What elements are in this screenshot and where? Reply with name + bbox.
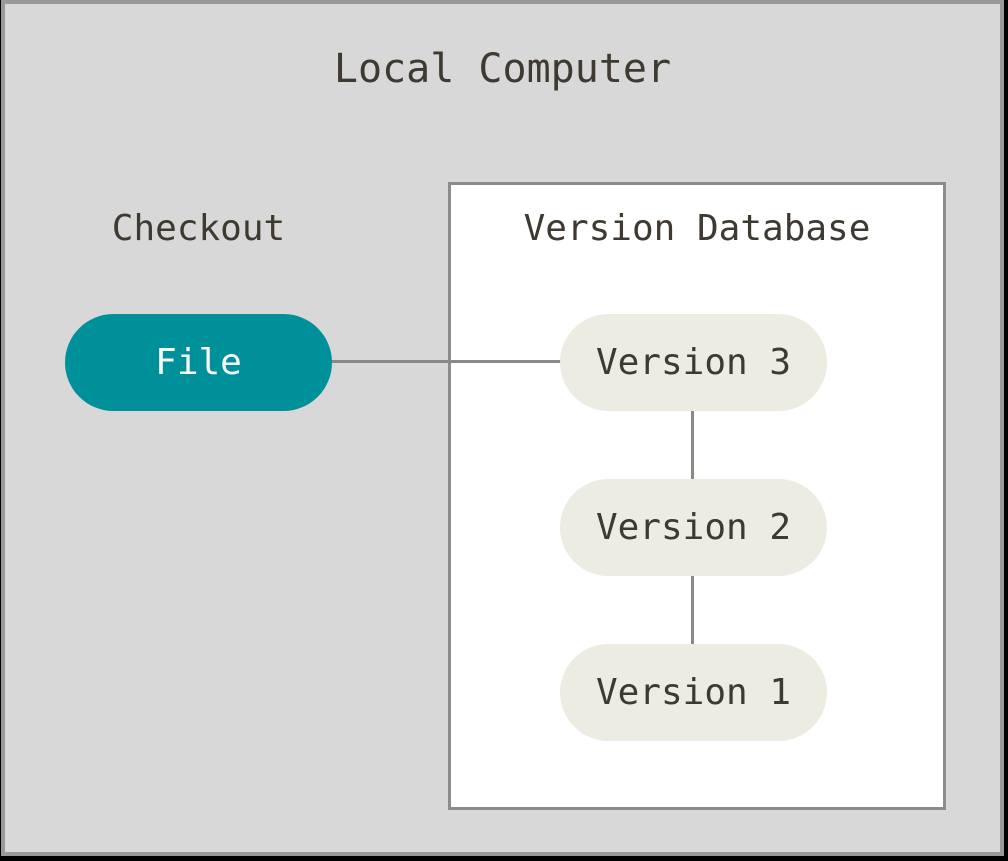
checkout-label: Checkout (111, 208, 286, 249)
file-node-label: File (155, 342, 242, 383)
diagram-title: Local Computer (333, 46, 672, 92)
version-2-node: Version 2 (560, 479, 827, 576)
version-database-title: Version Database (523, 208, 871, 249)
version-1-label: Version 1 (595, 672, 792, 713)
connector-file-to-version3-line (325, 360, 567, 363)
connector-version2-to-version1-line (691, 573, 694, 645)
file-node: File (65, 314, 332, 411)
version-3-label: Version 3 (595, 342, 792, 383)
connector-version3-to-version2-line (691, 408, 694, 480)
version-3-node: Version 3 (560, 314, 827, 411)
version-2-label: Version 2 (595, 507, 792, 548)
version-1-node: Version 1 (560, 644, 827, 741)
